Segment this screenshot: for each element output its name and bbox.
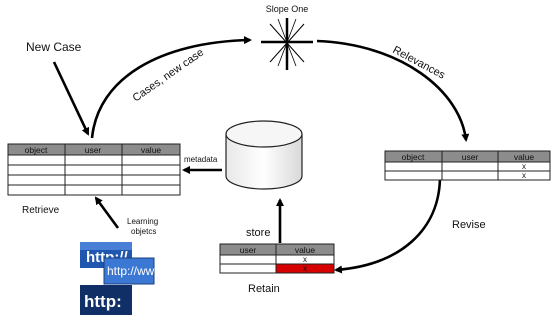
learning-objects-label-line2: objetcs	[131, 227, 156, 236]
http-image-middle-text: http://www	[107, 264, 163, 278]
edge-label-relevances: Relevances	[391, 44, 448, 82]
retrieve-label: Retrieve	[22, 205, 60, 216]
retain-label: Retain	[248, 283, 280, 295]
arrow-learning-objects	[94, 196, 120, 229]
retain-table-body: x x	[219, 254, 335, 274]
revise-mark-1: x	[522, 162, 526, 171]
http-image-bottom: http:	[80, 285, 132, 315]
retrieve-table: object user value	[7, 143, 181, 196]
retrieve-table-body	[7, 154, 181, 196]
slope-one-star-icon	[261, 18, 313, 70]
learning-objects-label-line1: Learning	[127, 217, 158, 226]
retain-table-header: user value	[219, 243, 335, 256]
arrow-cases-to-slope-one	[90, 36, 252, 139]
revise-col-object: object	[402, 152, 425, 162]
arrow-revise	[334, 175, 442, 274]
retrieve-col-value: value	[141, 145, 162, 155]
revise-table-body: x x	[384, 161, 551, 181]
edge-label-cases-new-case: Cases, new case	[131, 47, 206, 105]
retain-table: user value x x	[219, 243, 335, 274]
revise-table-header: object user value	[384, 150, 551, 163]
store-label: store	[246, 227, 270, 239]
arrow-new-case	[52, 61, 90, 136]
revise-mark-2: x	[522, 171, 526, 180]
revise-label: Revise	[452, 219, 486, 231]
retain-mark-2: x	[303, 264, 307, 273]
metadata-label: metadata	[184, 155, 218, 164]
retrieve-table-header: object user value	[7, 143, 181, 156]
revise-table: object user value x x	[384, 150, 551, 181]
retrieve-col-object: object	[25, 145, 48, 155]
revise-col-value: value	[514, 152, 535, 162]
retain-col-user: user	[240, 245, 257, 255]
database-cylinder-icon	[225, 120, 303, 190]
new-case-label: New Case	[26, 40, 82, 54]
retain-col-value: value	[295, 245, 316, 255]
retrieve-col-user: user	[85, 145, 102, 155]
retain-highlight-cell	[275, 263, 335, 274]
http-image-bottom-text: http:	[84, 292, 122, 311]
retain-mark-1: x	[303, 255, 307, 264]
revise-col-user: user	[462, 152, 479, 162]
slope-one-label: Slope One	[266, 4, 309, 14]
arrow-relevances	[316, 39, 470, 142]
http-image-middle: http://www	[103, 257, 163, 285]
